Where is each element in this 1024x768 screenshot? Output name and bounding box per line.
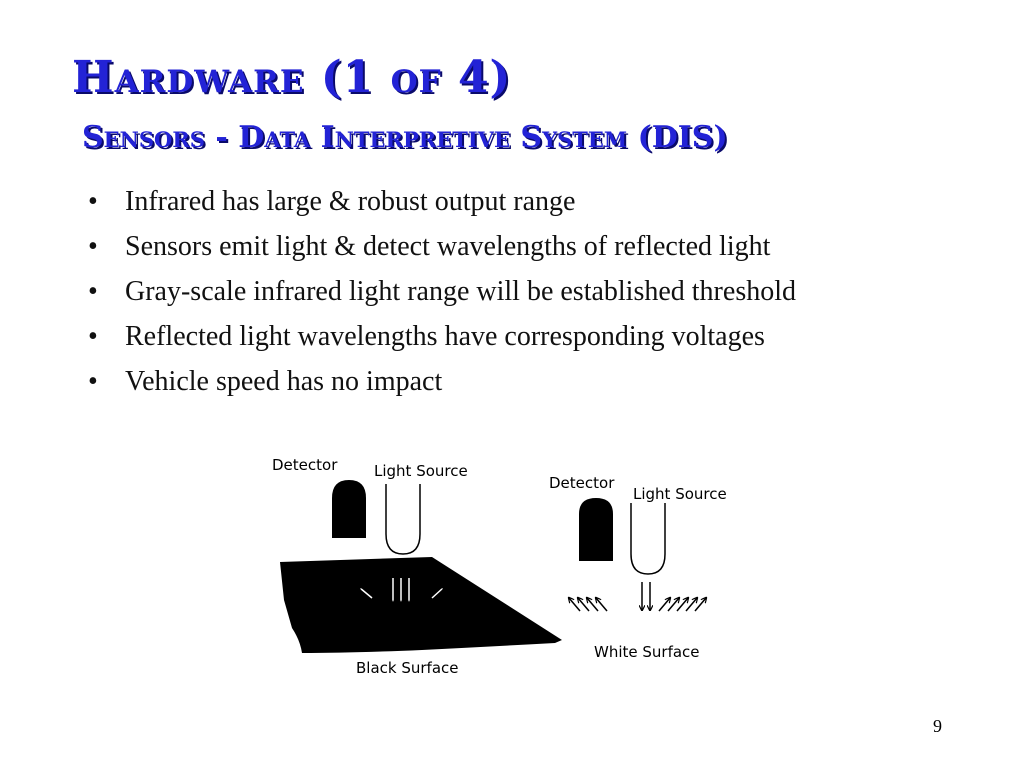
light-source-icon — [385, 484, 421, 555]
bullet-item: • Infrared has large & robust output ran… — [88, 183, 796, 228]
page-number: 9 — [933, 716, 942, 736]
detector-label: Detector — [549, 474, 615, 492]
slide-title: Hardware (1 of 4) — [72, 52, 512, 103]
bullet-marker: • — [88, 276, 98, 307]
bullet-text: Reflected light wavelengths have corresp… — [125, 321, 765, 352]
light-source-label: Light Source — [633, 485, 727, 503]
slide-subtitle: Sensors - Data Interpretive System (DIS) — [82, 120, 728, 155]
sensor-diagram: Detector Light Source Black Surface Dete… — [272, 456, 727, 677]
bullet-marker: • — [88, 366, 98, 397]
detector-label: Detector — [272, 456, 338, 474]
reflection-arrows — [360, 578, 443, 602]
bullet-item: • Vehicle speed has no impact — [88, 363, 796, 408]
reflection-arrows — [569, 582, 706, 612]
bullet-item: • Sensors emit light & detect wavelength… — [88, 228, 796, 273]
bullet-marker: • — [88, 321, 98, 352]
surface-label: Black Surface — [356, 659, 459, 677]
light-source-icon — [630, 503, 666, 575]
bullet-marker: • — [88, 186, 98, 217]
bullet-marker: • — [88, 231, 98, 262]
bullet-item: • Gray-scale infrared light range will b… — [88, 273, 796, 318]
bullet-item: • Reflected light wavelengths have corre… — [88, 318, 796, 363]
bullet-list: • Infrared has large & robust output ran… — [88, 183, 796, 408]
light-source-label: Light Source — [374, 462, 468, 480]
bullet-text: Sensors emit light & detect wavelengths … — [125, 231, 771, 262]
bullet-text: Gray-scale infrared light range will be … — [125, 276, 796, 307]
black-surface-shape — [280, 557, 562, 653]
bullet-text: Vehicle speed has no impact — [125, 366, 443, 397]
detector-icon — [579, 498, 613, 561]
surface-label: White Surface — [594, 643, 700, 661]
detector-icon — [332, 480, 366, 538]
black-surface-panel: Detector Light Source Black Surface — [272, 456, 562, 677]
white-surface-panel: Detector Light Source White Surface — [549, 474, 727, 661]
bullet-text: Infrared has large & robust output range — [125, 186, 576, 217]
